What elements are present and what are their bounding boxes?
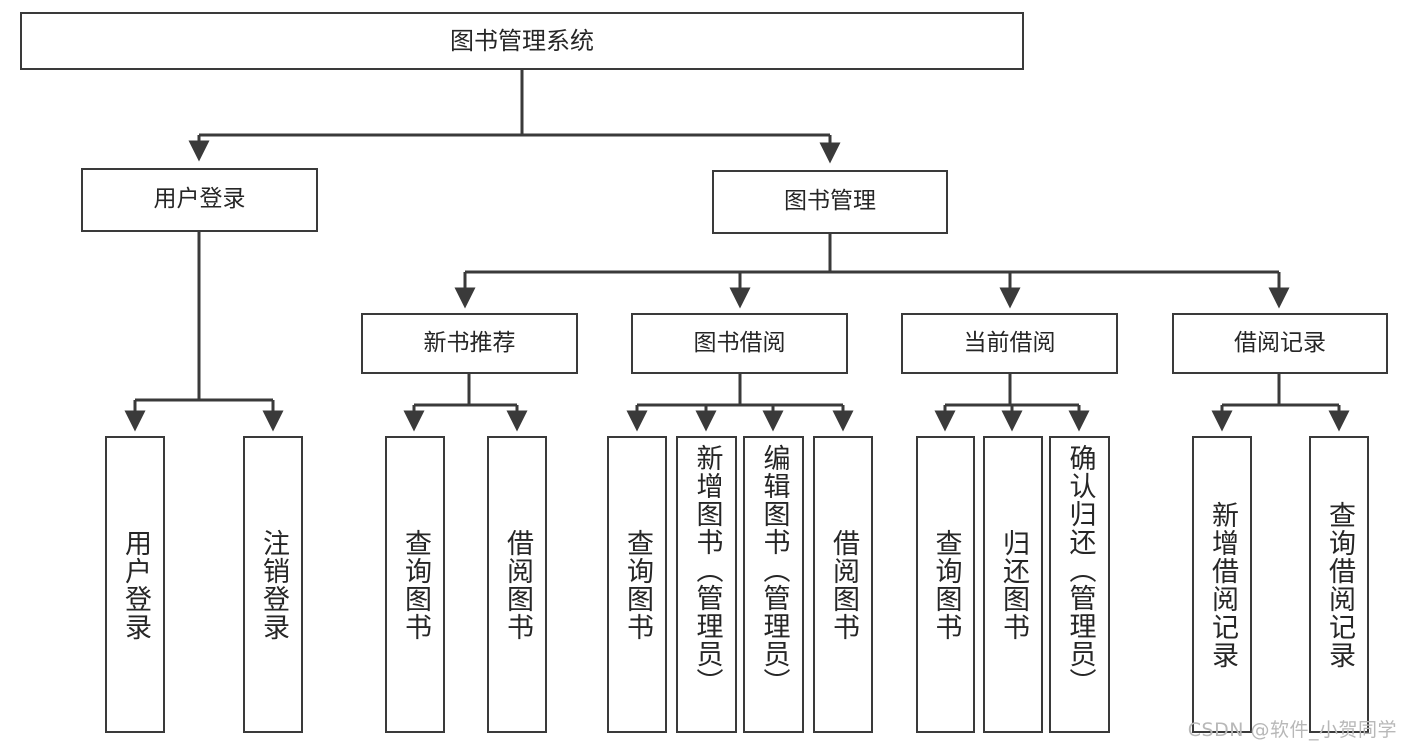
node-label: 借阅图书 [502,528,534,641]
node-book-borrow[interactable]: 图书借阅 [631,313,848,374]
node-label: 新书推荐 [423,329,516,356]
node-current-borrow[interactable]: 当前借阅 [901,313,1118,374]
node-label: 编辑图书（管理员） [758,444,790,696]
node-label: 当前借阅 [963,329,1056,356]
node-label: 图书管理 [784,188,876,215]
node-label: 新增借阅记录 [1207,500,1239,669]
node-label: 注销登录 [258,528,290,641]
node-root-system[interactable]: 图书管理系统 [20,12,1024,70]
node-label: 新增图书（管理员） [691,444,723,696]
node-label: 图书借阅 [693,329,786,356]
node-leaf-query-record[interactable]: 查询借阅记录 [1309,436,1369,733]
watermark-text: CSDN @软件_小贺同学 [1187,719,1397,741]
node-label: 查询借阅记录 [1324,500,1356,669]
node-label: 图书管理系统 [450,26,594,55]
node-book-management[interactable]: 图书管理 [712,170,948,234]
node-leaf-confirm-return[interactable]: 确认归还（管理员） [1049,436,1110,733]
node-label: 归还图书 [998,528,1030,641]
node-leaf-add-record[interactable]: 新增借阅记录 [1192,436,1252,733]
node-label: 借阅记录 [1234,329,1326,356]
node-leaf-borrow-book-2[interactable]: 借阅图书 [813,436,873,733]
node-label: 查询图书 [930,528,962,641]
node-leaf-logout-login[interactable]: 注销登录 [243,436,303,733]
node-leaf-add-book[interactable]: 新增图书（管理员） [676,436,737,733]
node-label: 借阅图书 [828,528,860,641]
node-label: 用户登录 [153,186,246,213]
node-leaf-query-book-3[interactable]: 查询图书 [916,436,975,733]
node-leaf-query-book-1[interactable]: 查询图书 [385,436,445,733]
node-leaf-query-book-2[interactable]: 查询图书 [607,436,667,733]
node-label: 用户登录 [120,528,152,641]
node-label: 确认归还（管理员） [1064,444,1096,696]
node-borrow-record[interactable]: 借阅记录 [1172,313,1388,374]
node-leaf-borrow-book-1[interactable]: 借阅图书 [487,436,547,733]
node-new-book-recommend[interactable]: 新书推荐 [361,313,578,374]
node-leaf-edit-book[interactable]: 编辑图书（管理员） [743,436,804,733]
node-leaf-return-book[interactable]: 归还图书 [983,436,1043,733]
node-leaf-user-login[interactable]: 用户登录 [105,436,165,733]
node-user-login[interactable]: 用户登录 [81,168,318,232]
node-label: 查询图书 [622,528,654,641]
node-label: 查询图书 [400,528,432,641]
